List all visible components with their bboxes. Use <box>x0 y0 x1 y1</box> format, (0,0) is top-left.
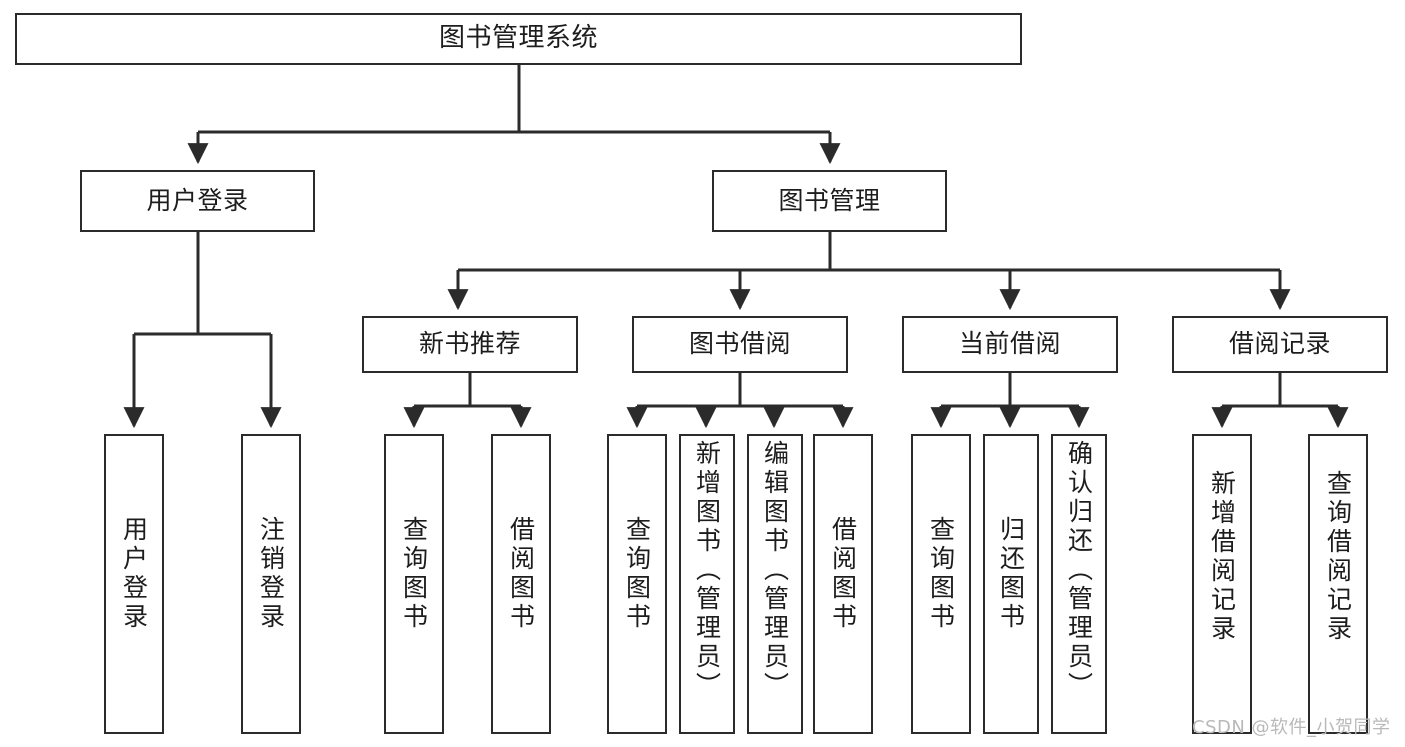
node-label: 新增图书（管理员） <box>692 440 722 701</box>
leaf-user-login-login[interactable]: 用户登录 <box>104 434 164 734</box>
node-user-login[interactable]: 用户登录 <box>80 170 315 232</box>
leaf-borrow-add-book-admin[interactable]: 新增图书（管理员） <box>679 434 735 734</box>
csdn-watermark: CSDN @软件_小贺同学 <box>1192 717 1391 738</box>
node-label: 用户登录 <box>119 516 149 632</box>
leaf-current-return-book[interactable]: 归还图书 <box>983 434 1039 734</box>
node-label: 新书推荐 <box>418 329 521 359</box>
leaf-recommend-query-book[interactable]: 查询图书 <box>384 434 444 734</box>
node-label: 查询图书 <box>399 516 429 632</box>
node-label: 图书借阅 <box>688 329 791 359</box>
leaf-user-login-logout[interactable]: 注销登录 <box>241 434 301 734</box>
node-new-book-recommend[interactable]: 新书推荐 <box>362 316 578 373</box>
leaf-record-add-record[interactable]: 新增借阅记录 <box>1192 434 1252 734</box>
leaf-borrow-edit-book-admin[interactable]: 编辑图书（管理员） <box>747 434 803 734</box>
node-label: 借阅记录 <box>1228 329 1331 359</box>
leaf-current-query-book[interactable]: 查询图书 <box>911 434 971 734</box>
node-label: 图书管理 <box>778 185 881 215</box>
node-label: 查询图书 <box>622 516 652 632</box>
leaf-recommend-borrow-book[interactable]: 借阅图书 <box>491 434 551 734</box>
node-label: 查询借阅记录 <box>1323 470 1353 644</box>
node-book-borrow[interactable]: 图书借阅 <box>632 316 848 373</box>
node-label: 编辑图书（管理员） <box>760 440 790 701</box>
node-borrow-record[interactable]: 借阅记录 <box>1172 316 1388 373</box>
node-book-management[interactable]: 图书管理 <box>712 170 947 232</box>
leaf-current-confirm-return-admin[interactable]: 确认归还（管理员） <box>1051 434 1107 734</box>
leaf-record-query-record[interactable]: 查询借阅记录 <box>1308 434 1368 734</box>
node-label: 注销登录 <box>256 516 286 632</box>
node-label: 归还图书 <box>996 516 1026 632</box>
node-current-borrow[interactable]: 当前借阅 <box>902 316 1118 373</box>
node-label: 图书管理系统 <box>438 23 598 54</box>
node-label: 借阅图书 <box>506 516 536 632</box>
leaf-borrow-borrow-book[interactable]: 借阅图书 <box>813 434 873 734</box>
node-label: 新增借阅记录 <box>1207 470 1237 644</box>
node-label: 查询图书 <box>926 516 956 632</box>
node-label: 确认归还（管理员） <box>1064 440 1094 701</box>
node-label: 当前借阅 <box>958 329 1061 359</box>
node-label: 用户登录 <box>146 185 249 215</box>
node-label: 借阅图书 <box>828 516 858 632</box>
leaf-borrow-query-book[interactable]: 查询图书 <box>607 434 667 734</box>
node-root-system[interactable]: 图书管理系统 <box>15 13 1022 65</box>
